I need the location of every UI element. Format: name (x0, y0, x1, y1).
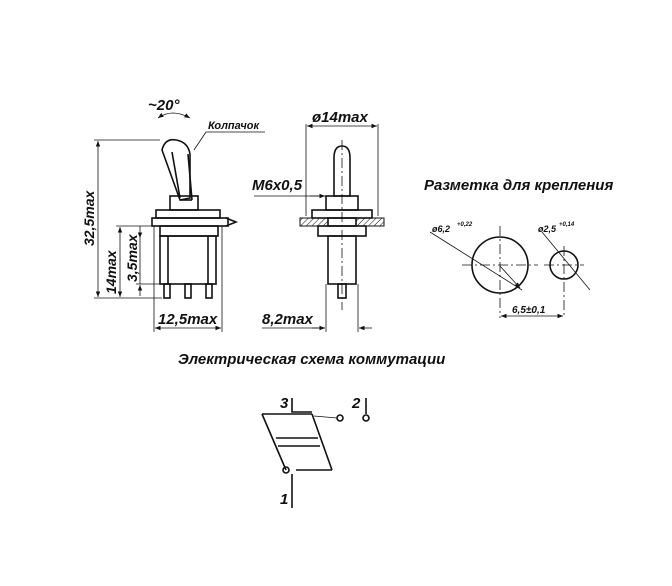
hole-large-tolerance: +0,22 (457, 222, 473, 228)
pin-2 (184, 283, 192, 299)
terminal-2-contact (362, 414, 370, 422)
hole-small-tolerance: +0,14 (559, 222, 575, 228)
height-total-label: 32,5max (81, 190, 97, 246)
mounting-title: Разметка для крепления (424, 177, 613, 194)
terminal-3-wire (291, 398, 312, 413)
front-view: ~20° Колпачок 32,5max 14max (81, 97, 265, 332)
thread-label: M6x0,5 (252, 177, 303, 194)
pin-3 (205, 283, 213, 299)
blade-left (261, 413, 287, 471)
spacing-label: 6,5±0,1 (512, 305, 546, 316)
switch-schematic: Электрическая схема коммутации 3 2 1 (178, 351, 445, 508)
side-pin (337, 283, 347, 299)
panel-section-left (299, 217, 329, 227)
lock-washer (151, 217, 229, 227)
terminal-2-label: 2 (351, 395, 361, 412)
toggle-lever (161, 138, 191, 201)
hole-small-label: ø2,5 (538, 224, 557, 234)
angle-label: ~20° (148, 97, 180, 114)
terminal-3-contact (336, 414, 344, 422)
width-side-label: 8,2max (262, 311, 314, 328)
hole-large-label: ø6,2 (432, 224, 450, 234)
width-front-label: 12,5max (158, 311, 218, 328)
blade-right (311, 413, 333, 471)
terminal-3-label: 3 (280, 395, 289, 412)
mounting-layout: Разметка для крепления ø6,2 +0,22 ø2,5 +… (424, 177, 613, 319)
angle-arc (157, 112, 191, 119)
bushing (169, 195, 199, 211)
side-view: ø14max M6x0,5 8,2max (252, 109, 385, 332)
cap-label: Колпачок (208, 120, 260, 132)
cap-leader (193, 131, 207, 151)
terminal-1-contact (282, 466, 290, 474)
height-small-label: 3,5max (124, 233, 140, 282)
terminal-1-label: 1 (280, 491, 288, 508)
mounting-nut (155, 209, 221, 219)
height-body-label: 14max (103, 249, 119, 294)
schematic-title: Электрическая схема коммутации (178, 351, 445, 368)
pin-1 (163, 283, 171, 299)
panel-section-right (355, 217, 385, 227)
diameter-top-label: ø14max (312, 109, 369, 126)
